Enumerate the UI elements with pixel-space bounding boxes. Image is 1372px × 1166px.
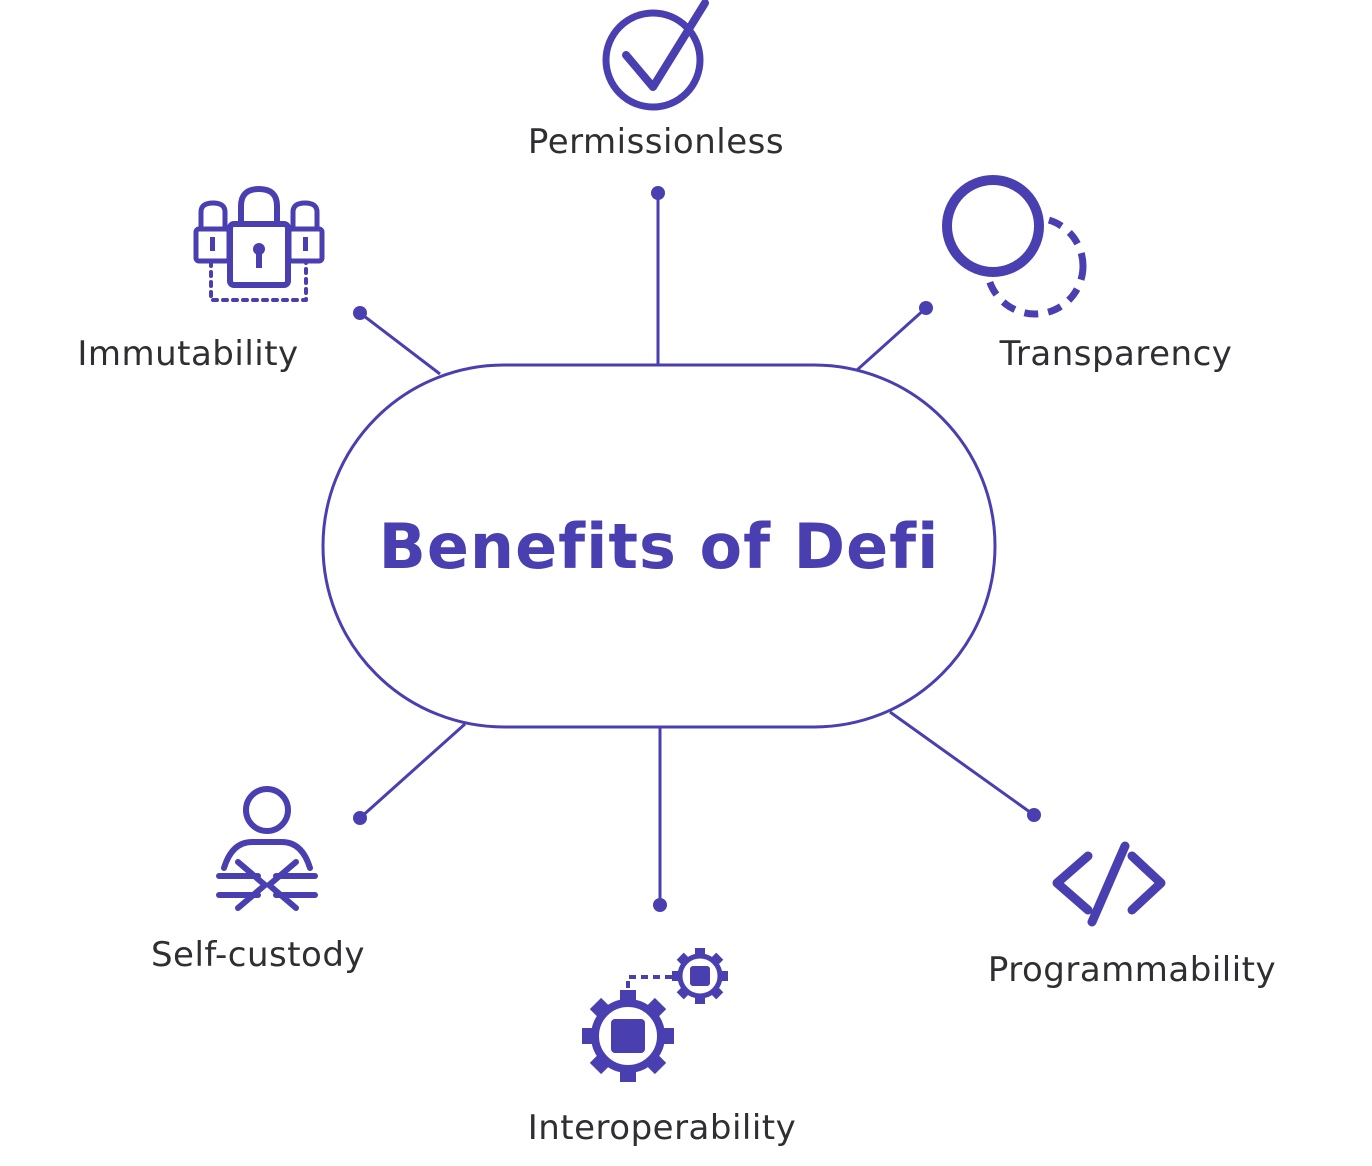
padlocks-icon: [193, 186, 325, 302]
benefit-interoperability: Interoperability: [528, 948, 797, 1148]
benefit-label-programmability: Programmability: [988, 950, 1276, 990]
benefit-transparency: Transparency: [942, 175, 1233, 374]
person-arrows-icon: [216, 786, 318, 911]
benefit-label-transparency: Transparency: [999, 334, 1233, 374]
benefit-programmability: Programmability: [988, 841, 1276, 990]
benefit-permissionless: Permissionless: [528, 0, 784, 162]
connectors: [353, 186, 1041, 912]
benefit-label-immutability: Immutability: [77, 334, 298, 374]
code-brackets-icon: [1052, 841, 1166, 927]
diagram-title: Benefits of Defi: [379, 510, 940, 583]
connector-programmability: [889, 710, 1041, 822]
benefit-self-custody: Self-custody: [151, 786, 365, 975]
connected-gears-icon: [582, 948, 728, 1082]
checkmark-circle-icon: [602, 0, 709, 111]
connector-transparency: [855, 301, 933, 372]
benefit-immutability: Immutability: [77, 186, 325, 374]
center-node: Benefits of Defi: [321, 363, 997, 729]
connector-interoperability: [653, 727, 667, 912]
connector-self-custody: [353, 722, 467, 825]
benefit-label-self-custody: Self-custody: [151, 935, 365, 975]
connector-permissionless: [651, 186, 665, 365]
benefit-label-interoperability: Interoperability: [528, 1108, 797, 1148]
overlapping-circles-icon: [942, 175, 1087, 318]
connector-immutability: [353, 306, 441, 376]
benefit-label-permissionless: Permissionless: [528, 122, 784, 162]
